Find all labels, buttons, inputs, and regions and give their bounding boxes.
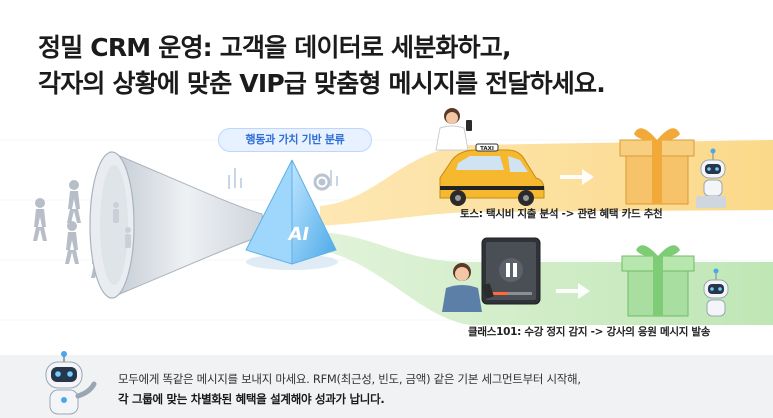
ai-label: AI — [286, 224, 310, 245]
footer-text: 모두에게 똑같은 메시지를 보내지 마세요. RFM(최근성, 빈도, 금액) … — [118, 369, 768, 409]
caption-class101: 클래스101: 수강 정지 감지 -> 강사의 응원 메시지 발송 — [468, 326, 711, 338]
arrow-right-icon — [556, 283, 590, 299]
ai-pyramid-icon: AI — [245, 159, 338, 270]
segmentation-illustration: AI TAXI — [33, 108, 773, 325]
classification-badge: 행동과 가치 기반 분류 — [218, 128, 372, 152]
robot-icon — [45, 351, 97, 415]
data-particles — [228, 168, 338, 189]
footer-line-2: 각 그룹에 맞는 차별화된 혜택을 설계해야 성과가 납니다. — [118, 392, 385, 406]
gear-icon — [313, 173, 331, 191]
taxi-sign: TAXI — [480, 146, 494, 152]
robot-icon — [703, 268, 729, 317]
caption-toss: 토스: 택시비 지출 분석 -> 관련 혜택 카드 추천 — [460, 208, 663, 220]
headline-line-1: 정밀 CRM 운영: 고객을 데이터로 세분화하고, — [38, 33, 512, 62]
footer-line-1: 모두에게 똑같은 메시지를 보내지 마세요. RFM(최근성, 빈도, 금액) … — [118, 372, 581, 386]
lower-stream — [320, 232, 773, 325]
headline-line-2: 각자의 상황에 맞춘 VIP급 맞춤형 메시지를 전달하세요. — [38, 69, 606, 98]
robot-icon — [696, 148, 726, 208]
funnel-icon — [89, 151, 263, 299]
person-with-phone-icon — [435, 108, 472, 151]
tablet-pause-icon — [481, 237, 541, 305]
arrow-right-icon — [560, 169, 594, 185]
footer-banner: 모두에게 똑같은 메시지를 보내지 마세요. RFM(최근성, 빈도, 금액) … — [0, 355, 773, 418]
gift-box-icon — [619, 128, 695, 205]
taxi-icon: TAXI — [439, 143, 545, 206]
headline: 정밀 CRM 운영: 고객을 데이터로 세분화하고, 각자의 상황에 맞춘 VI… — [38, 30, 758, 102]
smartphone-icon — [442, 263, 494, 312]
gift-box-icon — [621, 245, 695, 317]
